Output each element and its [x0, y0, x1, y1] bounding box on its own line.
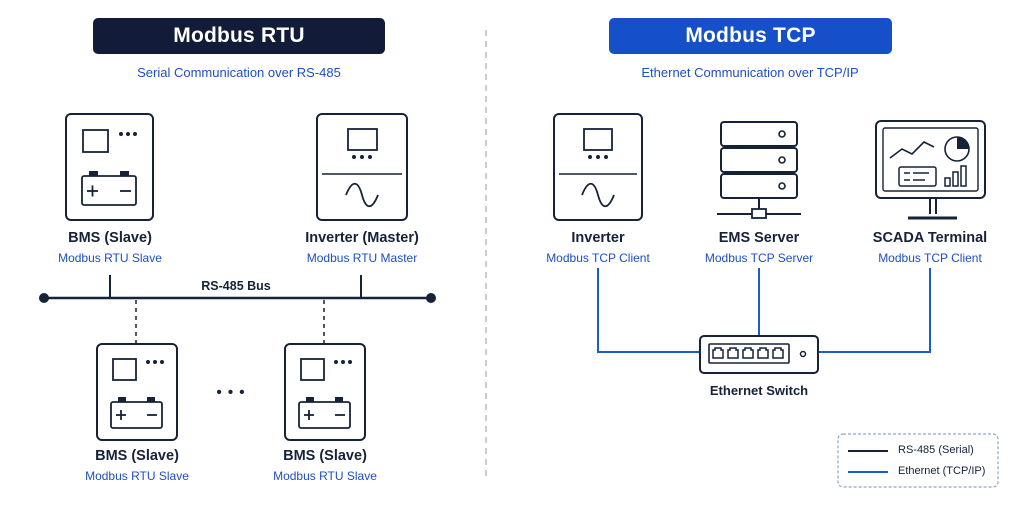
rs485-bus: [39, 275, 436, 344]
bms-slave-device-1: [65, 113, 154, 221]
sine-wave-icon: [345, 182, 379, 208]
bms-slave-3-name: BMS (Slave): [283, 448, 367, 464]
tcp-subtitle: Ethernet Communication over TCP/IP: [641, 65, 859, 80]
modbus-tcp-title: Modbus TCP: [609, 18, 892, 54]
legend-ethernet-label: Ethernet (TCP/IP): [898, 465, 986, 477]
legend-box: [837, 433, 999, 488]
bms-slave-2-name: BMS (Slave): [95, 448, 179, 464]
inverter-master-role: Modbus RTU Master: [306, 251, 418, 265]
battery-icon: [81, 171, 137, 206]
pie-chart-icon: [944, 136, 970, 162]
scada-terminal-device: [875, 120, 986, 220]
inverter-tcp-role: Modbus TCP Client: [546, 251, 650, 265]
battery-icon: [298, 397, 351, 429]
scada-terminal-name: SCADA Terminal: [872, 230, 988, 246]
battery-icon: [110, 397, 163, 429]
rs485-bus-label: RS-485 Bus: [201, 279, 271, 293]
inverter-master-name: Inverter (Master): [305, 230, 419, 246]
bar-chart-icon: [944, 165, 967, 187]
bms-slave-1-role: Modbus RTU Slave: [58, 251, 162, 265]
inverter-tcp-device: [553, 113, 643, 221]
inverter-tcp-name: Inverter: [571, 230, 625, 246]
ethernet-switch-label: Ethernet Switch: [709, 383, 809, 398]
slave-continuation-ellipsis: • • •: [216, 384, 246, 401]
bms-slave-device-2: [96, 343, 178, 441]
line-chart-icon: [889, 141, 935, 159]
bms-slave-device-3: [284, 343, 366, 441]
bms-slave-2-role: Modbus RTU Slave: [85, 469, 189, 483]
bms-slave-1-name: BMS (Slave): [68, 230, 152, 246]
ems-server-role: Modbus TCP Server: [704, 251, 814, 265]
scada-terminal-role: Modbus TCP Client: [878, 251, 982, 265]
sine-wave-icon: [581, 182, 615, 208]
legend-rs485-label: RS-485 (Serial): [898, 444, 974, 456]
rtu-subtitle: Serial Communication over RS-485: [137, 65, 341, 80]
ethernet-port-icons: [712, 347, 784, 359]
bms-slave-3-role: Modbus RTU Slave: [273, 469, 377, 483]
ethernet-switch-device: [699, 335, 819, 374]
ems-server-name: EMS Server: [718, 230, 800, 246]
inverter-master-device: [316, 113, 408, 221]
ems-server-device: [717, 121, 801, 219]
modbus-rtu-title: Modbus RTU: [93, 18, 385, 54]
ethernet-wires: [597, 268, 931, 353]
